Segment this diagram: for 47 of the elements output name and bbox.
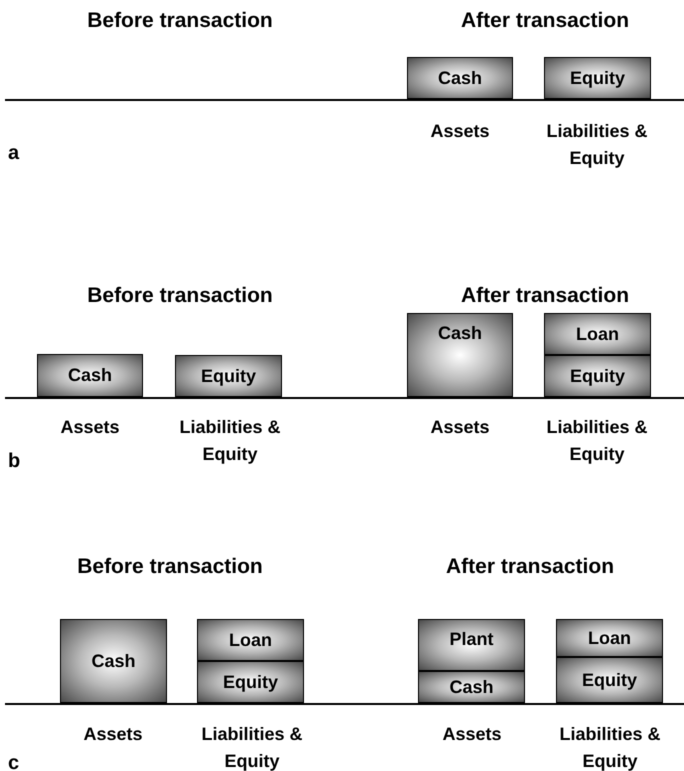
balance-block <box>197 661 304 703</box>
block-label: Loan <box>576 322 619 346</box>
column-label: Liabilities & Equity <box>200 723 304 771</box>
balance-block <box>418 671 525 703</box>
panel-letter: a <box>8 143 20 163</box>
column-label: Liabilities & Equity <box>178 416 282 466</box>
column-label: Assets <box>59 416 121 439</box>
section-heading: Before transaction <box>76 554 264 580</box>
block-label: Equity <box>200 364 256 388</box>
block-label: Cash <box>68 364 112 387</box>
balance-block <box>37 354 143 397</box>
balance-block <box>407 57 513 99</box>
column-label: Assets <box>429 416 491 439</box>
section-heading: After transaction <box>444 554 616 580</box>
panel-letter: c <box>8 753 20 771</box>
block-label: Equity <box>570 364 625 388</box>
block-label: Cash <box>91 650 136 672</box>
block-label: Equity <box>570 66 625 90</box>
block-label: Loan <box>588 626 631 650</box>
section-heading: Before transaction <box>86 283 274 309</box>
balance-block <box>197 619 304 661</box>
section-heading: After transaction <box>460 8 630 34</box>
column-label: Assets <box>429 120 491 143</box>
balance-block <box>556 657 663 703</box>
section-heading: After transaction <box>460 283 630 309</box>
block-label: Equity <box>582 668 637 692</box>
balance-block <box>544 355 651 397</box>
balance-block <box>175 355 282 397</box>
column-label: Liabilities & Equity <box>545 120 649 170</box>
column-label: Liabilities & Equity <box>545 416 649 466</box>
section-heading: Before transaction <box>86 8 274 34</box>
column-label: Liabilities & Equity <box>558 723 662 771</box>
panel-letter: b <box>8 451 20 471</box>
block-label: Plant <box>449 628 494 650</box>
block-label: Cash <box>449 676 494 698</box>
balance-block <box>544 57 651 99</box>
block-label: Loan <box>229 628 272 652</box>
balance-block <box>556 619 663 657</box>
column-label: Assets <box>441 723 503 746</box>
block-label: Equity <box>222 670 278 694</box>
balance-block <box>418 619 525 671</box>
balance-block <box>544 313 651 355</box>
balance-block <box>407 313 513 397</box>
column-label: Assets <box>82 723 144 746</box>
block-label: Cash <box>438 66 482 90</box>
balance-block <box>60 619 167 703</box>
block-label: Cash <box>438 322 482 344</box>
